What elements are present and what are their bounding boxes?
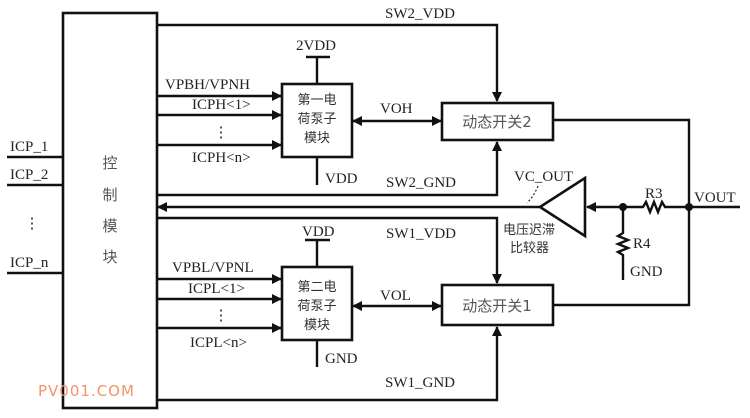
input-label-icp1: ICP_1 xyxy=(10,139,48,155)
watermark: PV001.COM xyxy=(38,382,135,400)
sw1-gnd-path: SW1_GND xyxy=(157,326,502,402)
hysteresis-comparator: 电压迟滞 比较器 xyxy=(503,175,623,256)
sw1-vdd-label: SW1_VDD xyxy=(386,226,456,242)
comparator-label: 比较器 xyxy=(510,241,549,256)
sw1-gnd-label: SW1_GND xyxy=(385,375,455,391)
resistor-r4 xyxy=(614,207,632,280)
input-ellipsis: ⋮ xyxy=(25,216,40,232)
signal-label-vpbh: VPBH/VPNH xyxy=(165,77,250,93)
supply-label-vdd-2: VDD xyxy=(302,224,335,240)
control-module: 控 制 模 块 xyxy=(61,11,159,410)
input-label-icpn: ICP_n xyxy=(10,255,49,271)
vc-out-label: VC_OUT xyxy=(514,169,573,185)
control-module-char: 控 xyxy=(102,154,117,172)
signal-label-icpln: ICPL<n> xyxy=(190,335,247,351)
sw2-gnd-path: SW2_GND xyxy=(157,141,502,197)
r4-label: R4 xyxy=(633,236,651,252)
supply-label-2vdd: 2VDD xyxy=(296,38,336,54)
control-module-char: 模 xyxy=(102,217,117,235)
charge-pump-2-label: 模块 xyxy=(304,318,330,333)
vout-label: VOUT xyxy=(694,190,736,206)
control-module-char: 块 xyxy=(102,248,117,266)
control-inputs: ICP_1 ICP_2 ⋮ ICP_n xyxy=(7,139,63,275)
charge-pump-1-label: 荷泵子 xyxy=(297,112,336,127)
sw2-gnd-label: SW2_GND xyxy=(386,175,456,191)
voh-label: VOH xyxy=(380,101,413,117)
charge-pump-2: VDD 第二电 荷泵子 模块 GND VPBL/VPNL ICPL<1> ⋮ I… xyxy=(157,224,442,367)
charge-pump-1-label: 第一电 xyxy=(297,93,336,108)
signal-ellipsis: ⋮ xyxy=(214,125,229,141)
signal-label-vpbl: VPBL/VPNL xyxy=(172,260,254,276)
feedback-path: VC_OUT xyxy=(157,169,573,212)
comparator-label: 电压迟滞 xyxy=(503,223,555,238)
dynamic-switch-2-label: 动态开关2 xyxy=(462,113,532,131)
resistor-r3 xyxy=(623,198,689,216)
supply-label-gnd: GND xyxy=(325,351,358,367)
charge-pump-1: 2VDD 第一电 荷泵子 模块 VDD VPBH/VPNH ICPH<1> ⋮ … xyxy=(157,38,442,187)
vol-label: VOL xyxy=(380,288,411,304)
sw1-vdd-path: SW1_VDD xyxy=(157,216,502,284)
signal-label-icpl1: ICPL<1> xyxy=(188,281,245,297)
signal-label-icph1: ICPH<1> xyxy=(192,97,251,113)
charge-pump-2-label: 第二电 xyxy=(297,280,336,295)
resistor-network: R3 R4 GND VOUT xyxy=(614,186,740,280)
sw2-vdd-path: SW2_VDD xyxy=(157,6,502,102)
signal-label-icphn: ICPH<n> xyxy=(192,150,251,166)
charge-pump-1-label: 模块 xyxy=(304,131,330,146)
signal-ellipsis: ⋮ xyxy=(214,308,229,324)
dynamic-switch-1-label: 动态开关1 xyxy=(462,297,532,315)
ground-label: GND xyxy=(630,264,663,280)
input-label-icp2: ICP_2 xyxy=(10,167,48,183)
sw2-vdd-label: SW2_VDD xyxy=(385,6,455,22)
supply-label-vdd: VDD xyxy=(325,171,358,187)
r3-label: R3 xyxy=(645,186,663,202)
charge-pump-2-label: 荷泵子 xyxy=(297,299,336,314)
control-module-char: 制 xyxy=(102,186,117,204)
dynamic-switch-1: 动态开关1 xyxy=(440,283,555,327)
dynamic-switch-2: 动态开关2 xyxy=(440,101,691,307)
